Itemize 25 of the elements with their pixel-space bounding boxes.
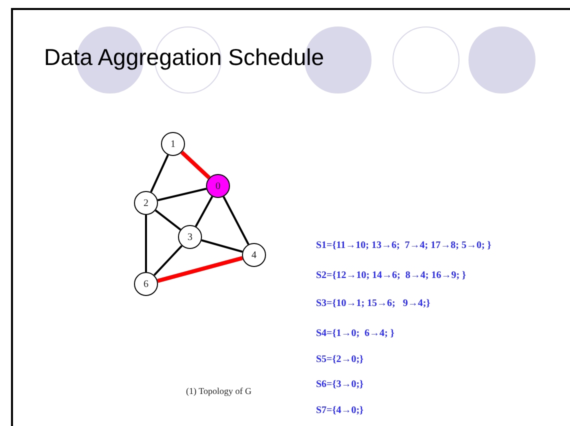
graph-edge	[154, 210, 182, 230]
graph-node: 2	[134, 191, 158, 215]
graph-edge	[157, 256, 243, 283]
schedule-set: S6={3→0;}	[316, 379, 364, 390]
schedule-set: S2={12→10; 14→6; 8→4; 16→9; }	[316, 270, 466, 281]
graph-node: 4	[242, 243, 266, 267]
schedule-set: S7={4→0;}	[316, 405, 364, 416]
figure-caption: (1) Topology of G	[186, 386, 252, 396]
schedule-set: S3={10→1; 15→6; 9→4;}	[316, 298, 430, 309]
graph-node: 3	[178, 225, 202, 249]
graph-node: 6	[134, 272, 158, 296]
graph-node: 0	[206, 174, 230, 198]
title: Data Aggregation Schedule	[44, 44, 324, 71]
graph-edge	[222, 196, 250, 245]
schedule-set: S5={2→0;}	[316, 354, 364, 365]
graph-edge	[150, 154, 169, 192]
graph-edge	[194, 196, 214, 227]
graph-edge	[201, 239, 243, 253]
graph-edge	[153, 245, 183, 276]
graph-node: 1	[161, 132, 185, 156]
graph-edge	[145, 215, 147, 272]
graph-edge	[180, 150, 211, 180]
graph-edge	[157, 188, 207, 202]
schedule-set: S1={11→10; 13→6; 7→4; 17→8; 5→0; }	[316, 240, 492, 251]
schedule-set: S4={1→0; 6→4; }	[316, 328, 394, 339]
